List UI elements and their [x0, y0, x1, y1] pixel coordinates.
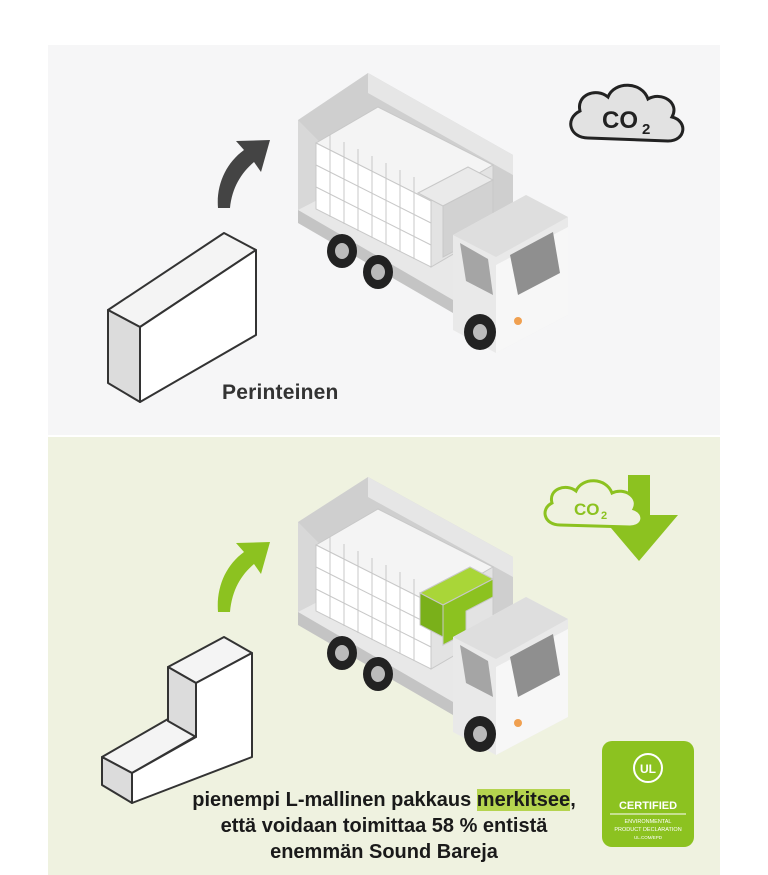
ul-mark: UL [640, 762, 656, 776]
curved-arrow-green-icon [217, 542, 270, 612]
l-shaped-truck-scene: CO 2 UL CERTIFIED ENVIRONMENTAL PRODUCT … [101, 475, 694, 847]
caption-line-1-text: pienempi L-mallinen pakkaus [192, 789, 477, 811]
co2-green-subscript: 2 [601, 510, 607, 522]
caption-line-3: enemmän Sound Bareja [270, 841, 498, 863]
co2-label: CO [602, 107, 638, 134]
co2-cloud-icon: CO 2 [569, 83, 685, 143]
ul-certified-badge: UL CERTIFIED ENVIRONMENTAL PRODUCT DECLA… [602, 741, 694, 847]
caption-line-1-comma: , [570, 789, 576, 811]
cargo-boxes-green [314, 508, 495, 670]
caption-line-2: että voidaan toimittaa 58 % entistä [220, 815, 548, 837]
traditional-packaging-panel: CO 2 Perinteinen [48, 45, 720, 435]
cargo-boxes [314, 106, 495, 268]
co2-green-label: CO [574, 500, 600, 519]
cert-title: CERTIFIED [619, 800, 677, 812]
cert-line3: UL.COM/EPD [634, 835, 663, 840]
truck-wheels [327, 234, 496, 350]
curved-arrow-icon [217, 140, 270, 208]
cert-line2: PRODUCT DECLARATION [614, 827, 681, 833]
traditional-truck-scene: CO 2 [107, 73, 685, 403]
l-shaped-caption: pienempi L-mallinen pakkaus merkitsee, e… [144, 787, 624, 865]
caption-line-1: pienempi L-mallinen pakkaus merkitsee, [144, 787, 624, 813]
traditional-box-icon [107, 232, 257, 403]
l-shaped-box-icon [101, 636, 253, 804]
caption-highlight: merkitsee [476, 789, 571, 811]
truck-green-icon [298, 477, 568, 755]
co2-reduction-icon: CO 2 [543, 475, 678, 561]
l-shaped-packaging-panel: CO 2 UL CERTIFIED ENVIRONMENTAL PRODUCT … [48, 437, 720, 875]
traditional-caption: Perinteinen [222, 381, 339, 404]
truck-icon [298, 73, 568, 353]
truck-green-wheels [327, 636, 496, 752]
cert-line1: ENVIRONMENTAL [625, 819, 672, 825]
co2-subscript: 2 [642, 121, 650, 138]
